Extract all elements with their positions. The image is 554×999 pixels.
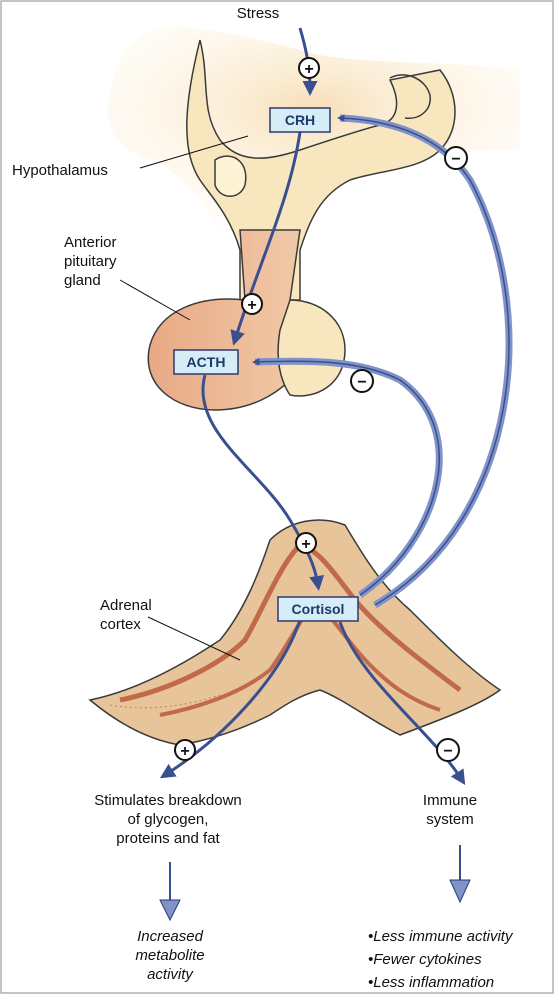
cortisol-feedback-crh — [340, 118, 509, 605]
immune-minus-sign: − — [437, 739, 459, 761]
svg-text:−: − — [357, 374, 366, 391]
immune-outcome-item: •Less immune activity — [368, 928, 514, 945]
svg-text:−: − — [451, 151, 460, 168]
svg-text:of glycogen,: of glycogen, — [128, 811, 209, 828]
immune-system-label: Immune system — [423, 792, 477, 828]
pituitary-gland — [148, 230, 345, 410]
svg-text:+: + — [247, 297, 256, 314]
svg-text:cortex: cortex — [100, 616, 141, 633]
metabolic-effect-label: Stimulates breakdown of glycogen, protei… — [94, 792, 242, 847]
acth-feedback-minus-sign: − — [351, 370, 373, 392]
metabolic-outcome-label: Increased metabolite activity — [135, 928, 204, 983]
cortisol-feedback-crh-outer — [340, 118, 509, 605]
svg-text:Immune: Immune — [423, 792, 477, 809]
crh-feedback-minus-sign: − — [445, 147, 467, 169]
svg-text:system: system — [426, 811, 474, 828]
adrenal-cortex-label: Adrenal cortex — [100, 597, 152, 633]
acth-label: ACTH — [187, 354, 226, 370]
stress-label: Stress — [237, 5, 280, 22]
immune-outcome-item: •Less inflammation — [368, 974, 494, 991]
svg-text:pituitary: pituitary — [64, 253, 117, 270]
svg-text:Stimulates breakdown: Stimulates breakdown — [94, 792, 242, 809]
immune-outcomes-list: •Less immune activity •Fewer cytokines •… — [368, 928, 514, 991]
svg-text:metabolite: metabolite — [135, 947, 204, 964]
svg-text:+: + — [180, 743, 189, 760]
metabolism-plus-sign: + — [175, 740, 195, 760]
crh-label: CRH — [285, 112, 315, 128]
svg-text:gland: gland — [64, 272, 101, 289]
acth-box: ACTH — [174, 350, 238, 374]
metabolism-outcome-arrow — [160, 900, 180, 920]
svg-text:−: − — [443, 743, 452, 760]
svg-text:Adrenal: Adrenal — [100, 597, 152, 614]
svg-text:activity: activity — [147, 966, 194, 983]
crh-box: CRH — [270, 108, 330, 132]
cortisol-label: Cortisol — [292, 601, 345, 617]
svg-text:proteins and fat: proteins and fat — [116, 830, 220, 847]
hypothalamus-label: Hypothalamus — [12, 162, 108, 179]
svg-text:Increased: Increased — [137, 928, 204, 945]
immune-outcome-arrow — [450, 880, 470, 902]
svg-text:Anterior: Anterior — [64, 234, 117, 251]
svg-text:+: + — [304, 61, 313, 78]
stress-plus-sign: + — [299, 58, 319, 78]
acth-plus-sign: + — [242, 294, 262, 314]
svg-text:+: + — [301, 536, 310, 553]
anterior-pituitary-label: Anterior pituitary gland — [64, 234, 117, 289]
cortisol-plus-sign: + — [296, 533, 316, 553]
cortisol-box: Cortisol — [278, 597, 358, 621]
immune-outcome-item: •Fewer cytokines — [368, 951, 482, 968]
